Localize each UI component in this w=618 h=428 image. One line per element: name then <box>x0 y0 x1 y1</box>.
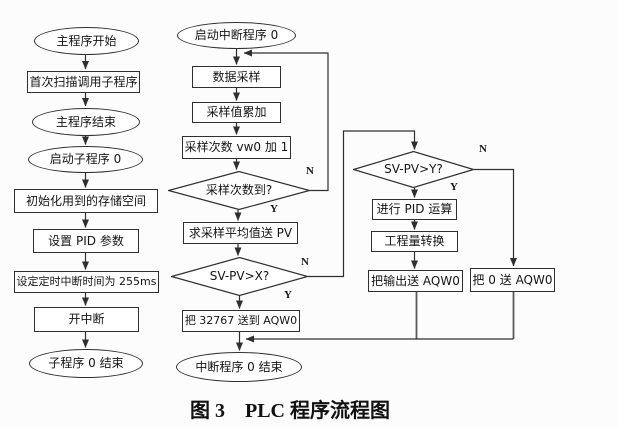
node-label: 把 0 送 AQW0 <box>472 272 553 287</box>
flow-node-pid-calc: 进行 PID 运算 <box>372 199 457 220</box>
flow-node-start-interrupt0: 启动中断程序 0 <box>177 22 296 49</box>
node-label: 数据采样 <box>212 69 261 84</box>
node-label: 设置 PID 参数 <box>48 233 124 248</box>
flow-node-enable-interrupt: 开中断 <box>34 307 139 332</box>
node-label: 中断程序 0 结束 <box>195 359 283 374</box>
node-label: 开中断 <box>68 312 105 327</box>
flow-node-send-32767-aqw0: 把 32767 送到 AQW0 <box>182 310 300 332</box>
node-label: 采样值累加 <box>206 105 267 120</box>
node-label: SV-PV>Y? <box>384 162 443 177</box>
flow-decision-sample-count-reached: 采样次数到? <box>168 171 310 210</box>
node-label: 启动中断程序 0 <box>194 28 279 43</box>
node-label: 求采样平均值送 PV <box>188 225 293 240</box>
branch-label-n: N <box>479 143 487 155</box>
flow-node-main-end: 主程序结束 <box>32 108 140 136</box>
flow-decision-sv-pv-gt-y: SV-PV>Y? <box>353 151 474 188</box>
node-label: 采样次数 vw0 加 1 <box>184 140 289 155</box>
node-label: 设定定时中断时间为 255ms <box>16 275 157 289</box>
node-label: 启动子程序 0 <box>49 152 122 167</box>
flow-node-sub0-end: 子程序 0 结束 <box>29 349 143 378</box>
node-label: 采样次数到? <box>205 183 273 198</box>
branch-label-y: Y <box>270 203 278 215</box>
node-label: 工程量转换 <box>384 234 445 249</box>
branch-label-y: Y <box>284 289 292 301</box>
flow-node-init-memory: 初始化用到的存储空间 <box>14 189 158 213</box>
flow-node-eng-convert: 工程量转换 <box>371 231 458 252</box>
node-label: SV-PV>X? <box>209 269 270 284</box>
diamond-shape <box>171 257 308 296</box>
node-label: 把输出送 AQW0 <box>371 273 460 288</box>
node-label: 主程序开始 <box>56 33 117 48</box>
flow-node-set-pid-params: 设置 PID 参数 <box>33 229 139 253</box>
branch-label-n: N <box>306 165 314 177</box>
node-label: 初始化用到的存储空间 <box>25 193 146 208</box>
node-label: 主程序结束 <box>55 114 116 129</box>
diamond-shape <box>168 171 310 210</box>
flow-node-start-sub0: 启动子程序 0 <box>28 146 143 173</box>
flow-node-interrupt0-end: 中断程序 0 结束 <box>176 352 302 382</box>
node-label: 子程序 0 结束 <box>48 356 124 371</box>
flow-decision-sv-pv-gt-x: SV-PV>X? <box>171 257 308 296</box>
flow-node-main-start: 主程序开始 <box>34 27 139 55</box>
node-label: 进行 PID 运算 <box>376 202 453 217</box>
branch-label-y: Y <box>450 181 458 193</box>
flow-node-sample-accumulate: 采样值累加 <box>192 102 281 123</box>
node-label: 首次扫描调用子程序 <box>29 74 138 89</box>
flow-node-sample-count-inc: 采样次数 vw0 加 1 <box>182 136 291 159</box>
diamond-shape <box>353 151 474 188</box>
flow-node-data-sampling: 数据采样 <box>192 66 281 88</box>
node-label: 把 32767 送到 AQW0 <box>184 314 298 328</box>
flow-node-output-to-aqw0: 把输出送 AQW0 <box>368 270 463 292</box>
flow-node-first-scan-call-sub: 首次扫描调用子程序 <box>27 71 140 93</box>
flow-node-average-to-pv: 求采样平均值送 PV <box>183 222 298 244</box>
branch-label-n: N <box>301 256 309 268</box>
flow-node-zero-to-aqw0: 把 0 送 AQW0 <box>470 268 555 292</box>
flow-node-set-timer-interrupt: 设定定时中断时间为 255ms <box>14 271 159 293</box>
figure-caption: 图 3 PLC 程序流程图 <box>190 400 390 422</box>
